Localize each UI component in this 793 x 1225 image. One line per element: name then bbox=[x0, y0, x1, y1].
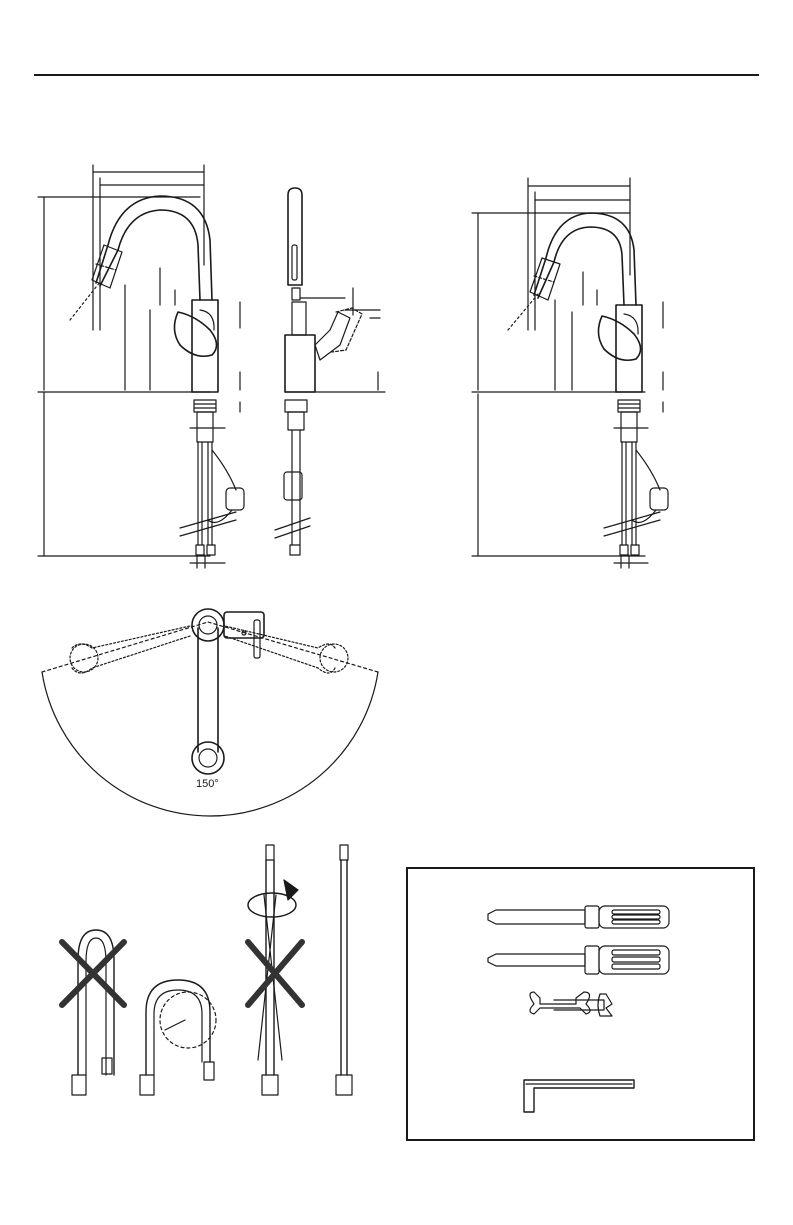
faucet-side-view bbox=[38, 165, 244, 568]
rotation-angle-label: 150° bbox=[196, 778, 219, 790]
tools-box bbox=[406, 867, 755, 1141]
hose-twisted-wrong bbox=[248, 845, 302, 1095]
hose-straight-correct bbox=[336, 845, 352, 1095]
hose-loop-correct bbox=[140, 980, 216, 1095]
faucet-side-view-variant bbox=[472, 178, 668, 568]
hose-bent-wrong bbox=[62, 930, 124, 1095]
hose-guidelines bbox=[62, 845, 352, 1095]
faucet-front-view bbox=[275, 188, 385, 555]
